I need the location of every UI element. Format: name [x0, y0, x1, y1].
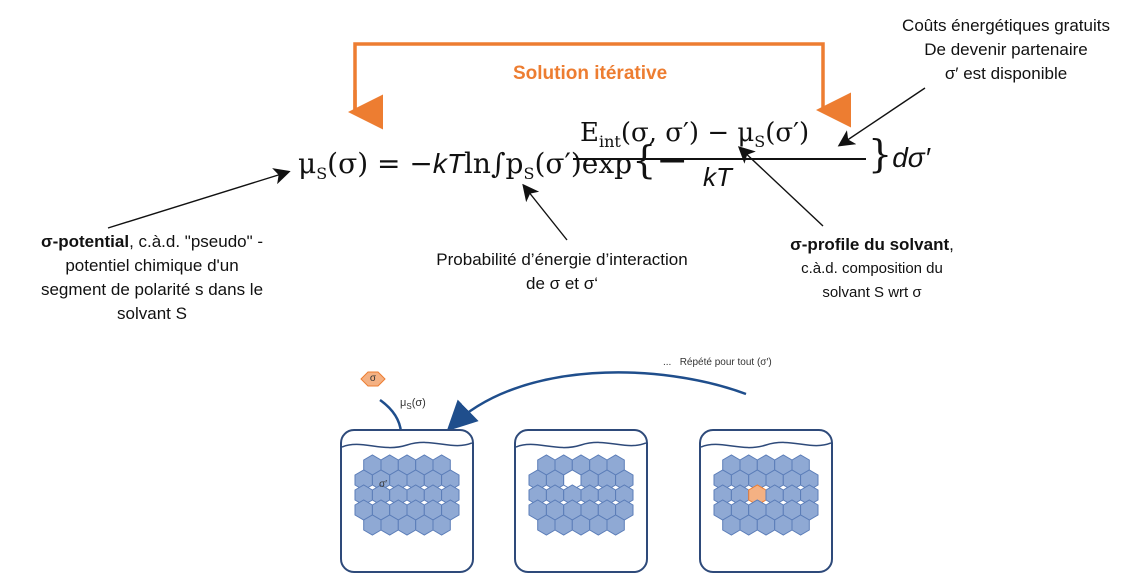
solvent-surface-line: [701, 441, 831, 449]
eq-kT: kT: [432, 148, 464, 179]
sigma-prime-label: σ′: [379, 479, 388, 490]
annotation-sigma-potential: σ-potential, c.à.d. "pseudo" - potentiel…: [40, 232, 264, 323]
annotation-probability: Probabilité d’énergie d’interaction de σ…: [436, 250, 688, 293]
equation-numerator: Eint(σ, σ′) − μS(σ′): [580, 118, 810, 151]
arrow-middle: [522, 183, 568, 241]
hexagon-segment: [800, 469, 819, 491]
hexagon-segment: [571, 514, 591, 536]
hexagon-segment: [537, 514, 556, 536]
hex-grid-3: [701, 441, 831, 536]
hexagon-segment: [756, 514, 776, 536]
iteration-bracket: [107, 42, 926, 241]
arrow-left: [107, 168, 291, 229]
hexagon-segment: [722, 514, 741, 536]
hexagon-segment: [380, 514, 399, 536]
hexagon-segment: [791, 514, 810, 536]
hexagon-segment: [739, 514, 758, 536]
hexagon-segment: [606, 514, 625, 536]
hexagon-segment: [615, 469, 634, 491]
mu-label: μS(σ): [400, 397, 426, 411]
solvent-surface-line: [516, 441, 646, 449]
equation-lhs: μS(σ) = −kTln∫pS(σ′)exp{−: [298, 138, 689, 183]
sigma-hex-label: σ: [369, 373, 377, 384]
hexagon-segment: [432, 514, 451, 536]
annotation-sigma-profile: σ-profile du solvant, c.à.d. composition…: [790, 235, 954, 301]
hex-grid-2: [516, 441, 646, 536]
equation-denominator: kT: [703, 162, 732, 192]
eq-p: p: [505, 147, 524, 180]
panel-insert: [340, 429, 474, 573]
hexagon-segment: [441, 469, 460, 491]
hexagon-segment: [774, 514, 793, 536]
hexagon-segment: [615, 484, 634, 506]
illustration-arrows: [360, 371, 747, 469]
arrow-top-right: [837, 87, 926, 147]
hexagon-segment: [554, 514, 573, 536]
hexagon-segment: [363, 514, 382, 536]
panel-vacancy: [514, 429, 648, 573]
annotation-top-right: Coûts énergétiques gratuits De devenir p…: [902, 16, 1110, 83]
repeat-arrow: [446, 371, 747, 432]
hexagon-segment: [589, 514, 608, 536]
sigma-hexagon: [360, 371, 386, 387]
arrow-right: [737, 146, 824, 227]
iteration-label: Solution itérative: [513, 63, 668, 84]
solvent-surface-line: [342, 441, 472, 449]
hexagon-segment: [397, 514, 417, 536]
equation-rhs: }dσ′: [868, 132, 930, 176]
panel-filled: [699, 429, 833, 573]
hexagon-segment: [800, 484, 819, 506]
hex-grid-1: [342, 441, 472, 536]
hexagon-segment: [441, 484, 460, 506]
eq-mu: μ: [298, 147, 317, 180]
repeat-label: ... Répété pour tout (σ′): [663, 357, 772, 368]
hexagon-segment: [415, 514, 434, 536]
